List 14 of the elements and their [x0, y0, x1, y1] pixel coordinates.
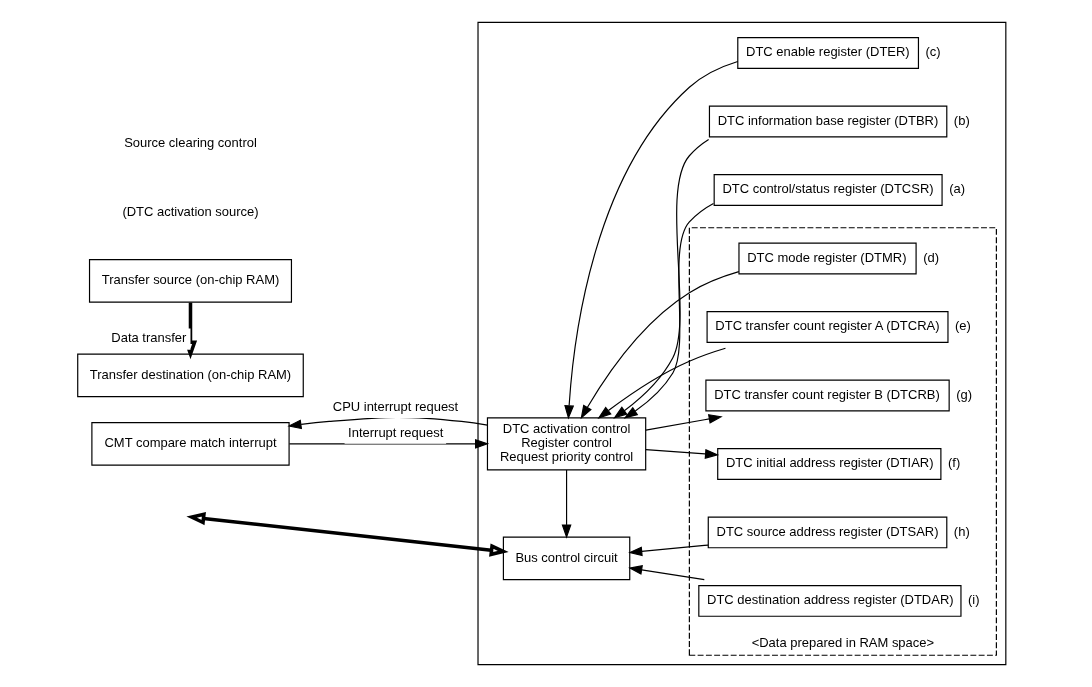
node-label: (d): [922, 249, 939, 265]
edge-label: CPU interrupt request: [332, 398, 458, 414]
node-label: (f): [947, 455, 960, 471]
label: Source clearing control: [123, 135, 257, 151]
label: (DTC activation source): [121, 203, 259, 219]
node-label: (a): [948, 181, 965, 197]
node-label: (i): [967, 592, 980, 608]
node-label: (e): [954, 318, 971, 334]
node-label: (g): [955, 386, 972, 402]
edge-label: Interrupt request: [347, 424, 443, 440]
node-label: (b): [953, 112, 970, 128]
edge-label: Data transfer: [110, 330, 186, 346]
node-label: (h): [953, 523, 970, 539]
node-label: (c): [925, 44, 941, 60]
